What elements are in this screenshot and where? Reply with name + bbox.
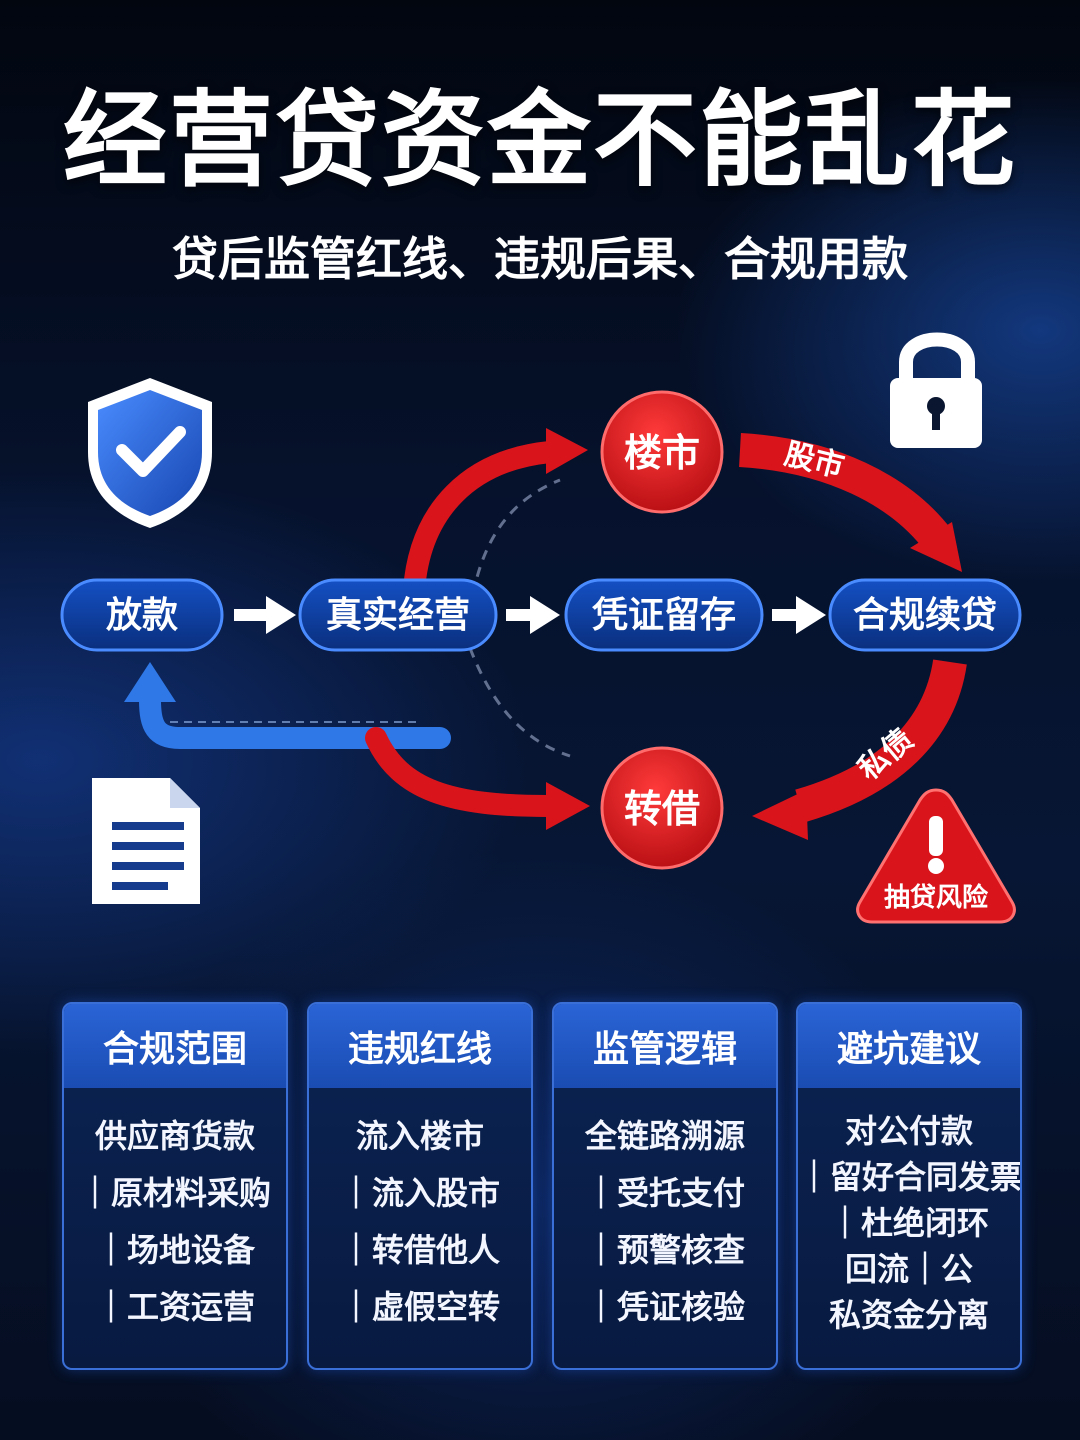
flow-node-pingzheng: 凭证留存 [564, 578, 764, 652]
risk-node-loushi: 楼市 [600, 390, 724, 514]
column-item: 供应商货款 [94, 1117, 255, 1155]
warning-label: 抽贷风险 [884, 882, 989, 913]
column-item: 私资金分离 [828, 1296, 989, 1334]
column-item: 对公付款 [844, 1112, 973, 1150]
column-title: 合规范围 [64, 1004, 286, 1088]
risk-node-label: 转借 [624, 787, 700, 831]
flow-node-label: 凭证留存 [592, 595, 736, 636]
column-red-lines: 违规红线 流入楼市 ｜流入股市 ｜转借他人 ｜虚假空转 [307, 1002, 533, 1370]
column-supervision-logic: 监管逻辑 全链路溯源 ｜受托支付 ｜预警核查 ｜凭证核验 [552, 1002, 778, 1370]
flow-node-label: 放款 [106, 595, 178, 636]
page-subtitle: 贷后监管红线、违规后果、合规用款 [172, 232, 908, 286]
column-advice: 避坑建议 对公付款 ｜留好合同发票 ｜杜绝闭环 回流｜公 私资金分离 [796, 1002, 1022, 1370]
risk-node-label: 楼市 [624, 431, 700, 475]
risk-node-zhuanjie: 转借 [600, 746, 724, 870]
column-item: ｜杜绝闭环 [828, 1204, 989, 1242]
column-item: ｜场地设备 [94, 1231, 255, 1269]
shield-check-icon [88, 378, 212, 528]
column-title: 违规红线 [309, 1004, 531, 1088]
column-compliance-scope: 合规范围 供应商货款 ｜原材料采购 ｜场地设备 ｜工资运营 [62, 1002, 288, 1370]
document-icon [92, 778, 200, 904]
flow-node-label: 真实经营 [326, 595, 470, 636]
column-item: ｜凭证核验 [584, 1288, 745, 1326]
arrow-to-zhuanjie [365, 727, 590, 830]
column-item: ｜流入股市 [339, 1174, 500, 1212]
return-arrow [124, 662, 451, 749]
page-title: 经营贷资金不能乱花 [62, 79, 1017, 201]
flow-node-zhenshi: 真实经营 [298, 578, 498, 652]
lock-icon [890, 332, 982, 448]
column-item: ｜预警核查 [584, 1231, 745, 1269]
column-item: 回流｜公 [844, 1250, 973, 1288]
flow-node-label: 合规续贷 [853, 595, 997, 636]
arrow-gushi: 股市 [738, 433, 962, 572]
column-item: 全链路溯源 [584, 1117, 745, 1155]
column-item: ｜转借他人 [339, 1231, 500, 1269]
column-item: ｜虚假空转 [339, 1288, 500, 1326]
column-item: ｜受托支付 [584, 1174, 745, 1212]
column-item: ｜工资运营 [94, 1288, 255, 1326]
flow-arrow-1 [234, 596, 296, 634]
arrow-sizhai: 私债 [752, 659, 967, 840]
flow-diagram: 股市 私债 楼市 转借 放款 真实经营 凭证留存 合规续贷 [60, 332, 1022, 924]
column-item: ｜原材料采购 [78, 1174, 271, 1212]
flow-arrow-3 [772, 596, 826, 634]
flow-arrow-2 [506, 596, 560, 634]
column-item: ｜留好合同发票 [798, 1158, 1022, 1196]
warning-icon: 抽贷风险 [856, 788, 1016, 924]
flow-node-fangkuan: 放款 [60, 578, 224, 652]
flow-node-xudai: 合规续贷 [828, 578, 1022, 652]
column-title: 避坑建议 [798, 1004, 1020, 1088]
arrow-label-gushi: 股市 [781, 437, 848, 485]
info-columns: 合规范围 供应商货款 ｜原材料采购 ｜场地设备 ｜工资运营 违规红线 流入楼市 … [62, 1002, 1022, 1370]
column-item: 流入楼市 [355, 1117, 484, 1155]
arrow-to-loushi [403, 428, 588, 601]
column-title: 监管逻辑 [554, 1004, 776, 1088]
